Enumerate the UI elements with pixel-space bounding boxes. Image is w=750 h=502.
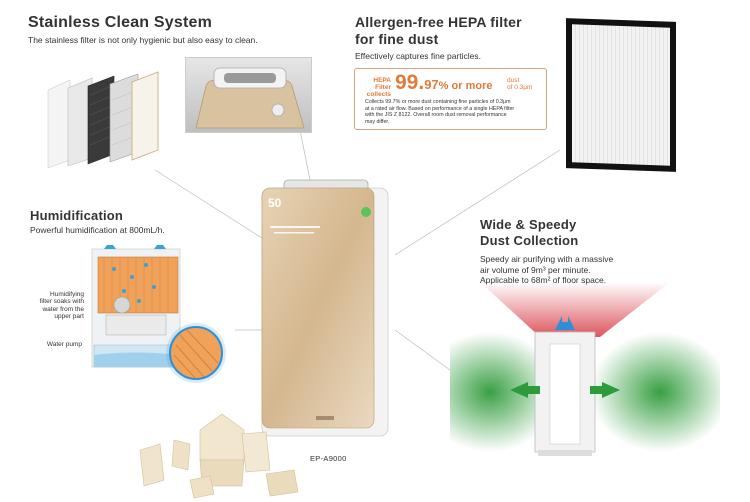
- purifier-display: 50: [268, 196, 282, 210]
- hepa-filter-image: [566, 18, 676, 172]
- filter-label-line4: upper part: [54, 313, 84, 321]
- hepa-prefix-line1: HEPA Filter: [373, 77, 391, 91]
- hepa-desc: Effectively captures fine particles.: [355, 51, 481, 61]
- air-purifier-product: 50: [256, 178, 396, 438]
- hepa-note-line1: Collects 99.7% or more dust containing f…: [365, 99, 511, 105]
- dust-desc-line3: Applicable to 68m² of floor space.: [480, 275, 607, 286]
- hepa-percentage: 99.97% or more: [395, 71, 492, 95]
- filter-label-line3: water from the: [42, 305, 84, 313]
- filter-label-line1: Humidifying: [50, 291, 84, 298]
- stainless-title: Stainless Clean System: [28, 14, 213, 31]
- hepa-note-line4: may differ.: [365, 118, 390, 125]
- dust-title-line2: Dust Collection: [480, 233, 579, 248]
- hepa-suffix-line1: dust: [507, 77, 520, 84]
- model-number: EP-A9000: [310, 454, 347, 463]
- hepa-note-line3: with the JIS Z 8122. Overall room dust r…: [365, 112, 507, 119]
- hepa-big-decimal: 97: [424, 77, 439, 92]
- hepa-title-line1: Allergen-free HEPA filter: [355, 14, 522, 30]
- hepa-big-number: 99.: [395, 71, 425, 94]
- hepa-percent-text: % or more: [438, 80, 493, 92]
- hepa-suffix-line2: of 0.3μm: [507, 83, 533, 91]
- stainless-desc: The stainless filter is not only hygieni…: [28, 35, 258, 45]
- filter-label-line2: filter soaks with: [39, 298, 84, 306]
- humidification-desc: Powerful humidification at 800mL/h.: [30, 225, 165, 235]
- hepa-prefix-line2: collects: [366, 90, 391, 98]
- humidification-title: Humidification: [30, 208, 124, 223]
- hepa-note-line2: at a rated air flow. Based on performanc…: [365, 105, 515, 112]
- humidifying-filter-label: Humidifying filter soaks with water from…: [22, 291, 84, 321]
- wooden-blocks-image: [139, 413, 299, 499]
- dust-desc-line2: air volume of 9m³ per minute.: [480, 264, 591, 275]
- handle-photo: [185, 57, 312, 133]
- humidifier-cutaway-image: [91, 245, 226, 383]
- filter-stack-image: [47, 71, 159, 169]
- dust-desc-line1: Speedy air purifying with a massive: [480, 254, 614, 264]
- airflow-illustration: [450, 282, 720, 456]
- dust-title-line1: Wide & Speedy: [480, 217, 577, 232]
- hepa-title-line2: for fine dust: [355, 31, 439, 47]
- water-pump-label: Water pump: [46, 341, 82, 348]
- hepa-callout: HEPA Filter collects 99.97% or more dust…: [354, 68, 547, 130]
